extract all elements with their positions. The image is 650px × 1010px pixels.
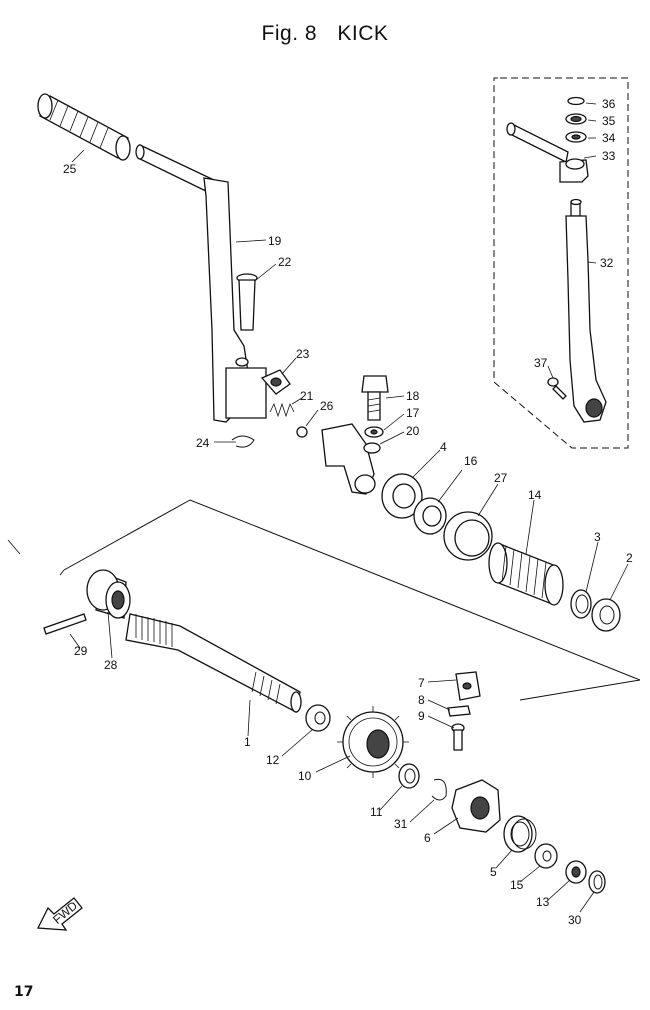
callout-2: 2 xyxy=(626,551,633,565)
part-31-clip xyxy=(431,778,447,801)
callout-4: 4 xyxy=(440,440,447,454)
callout-22: 22 xyxy=(278,255,292,269)
callout-11: 11 xyxy=(370,805,383,819)
part-4-washer xyxy=(381,473,423,519)
part-11-circlip xyxy=(398,763,420,789)
figure-title: Fig. 8 KICK xyxy=(0,22,650,46)
part-29-pin xyxy=(43,613,87,635)
shaft-envelope-top xyxy=(63,499,641,681)
callout-27: 27 xyxy=(494,471,508,485)
part-28-collar xyxy=(86,569,131,619)
callout-30: 30 xyxy=(568,913,582,927)
part-13-retainer xyxy=(565,860,587,884)
callout-16: 16 xyxy=(464,454,478,468)
figure-number: Fig. 8 xyxy=(261,22,318,45)
callout-32: 32 xyxy=(600,256,614,270)
part-9-screw xyxy=(451,723,465,751)
shaft-envelope-bottom xyxy=(59,569,641,701)
part-36-oring xyxy=(567,96,585,106)
callout-18: 18 xyxy=(406,389,420,403)
callout-17: 17 xyxy=(406,406,420,420)
callout-24: 24 xyxy=(196,436,210,450)
inset-boundary xyxy=(493,77,629,449)
callout-13: 13 xyxy=(536,895,550,909)
callout-33: 33 xyxy=(602,149,616,163)
part-35-seal xyxy=(565,113,587,125)
callout-14: 14 xyxy=(528,488,542,502)
part-34-washer xyxy=(565,131,587,143)
callout-5: 5 xyxy=(490,865,497,879)
part-20-lever-boss xyxy=(321,423,381,495)
part-15-washer xyxy=(534,843,558,869)
callout-8: 8 xyxy=(418,693,425,707)
part-6-ratchet-wheel xyxy=(451,779,501,833)
callout-10: 10 xyxy=(298,769,312,783)
part-32-kick-arm xyxy=(565,198,607,423)
part-16-collar xyxy=(413,497,447,535)
part-26-ball xyxy=(296,426,308,438)
corner-mark xyxy=(7,539,21,555)
part-8-plate xyxy=(447,705,471,717)
callout-3: 3 xyxy=(594,530,601,544)
callout-1: 1 xyxy=(244,735,251,749)
part-1-kick-shaft xyxy=(125,613,302,713)
leader-lines xyxy=(69,102,629,913)
part-14-kick-spring xyxy=(488,542,564,606)
callout-26: 26 xyxy=(320,399,334,413)
callout-34: 34 xyxy=(602,131,616,145)
callout-36: 36 xyxy=(602,97,616,111)
callout-7: 7 xyxy=(418,676,425,690)
figure-name: KICK xyxy=(337,22,389,45)
callout-12: 12 xyxy=(266,753,280,767)
callout-20: 20 xyxy=(406,424,420,438)
callout-15: 15 xyxy=(510,878,524,892)
page-number: 17 xyxy=(14,984,34,1000)
part-37-bolt xyxy=(547,377,567,400)
callout-25: 25 xyxy=(63,162,77,176)
callout-29: 29 xyxy=(74,644,88,658)
callout-37: 37 xyxy=(534,356,548,370)
part-27-spring-cover xyxy=(443,511,493,561)
part-24-clip xyxy=(231,435,255,448)
part-18-bolt xyxy=(361,375,389,421)
part-25-kick-grip xyxy=(37,93,131,161)
callout-19: 19 xyxy=(268,234,282,248)
part-21-spring xyxy=(269,402,295,418)
callout-23: 23 xyxy=(296,347,310,361)
part-3-circlip xyxy=(570,589,592,619)
part-33-boss xyxy=(506,122,589,183)
part-2-washer xyxy=(591,598,621,632)
part-10-kick-gear xyxy=(337,706,409,778)
part-19-kick-lever xyxy=(135,144,267,423)
forward-arrow-icon: FWD xyxy=(36,897,83,931)
callout-31: 31 xyxy=(394,817,408,831)
part-23-ratchet xyxy=(260,369,291,395)
part-7-guide xyxy=(455,671,481,701)
part-12-washer xyxy=(305,704,331,732)
part-5-spring xyxy=(503,815,537,853)
part-17-washer xyxy=(364,426,384,438)
callout-9: 9 xyxy=(418,709,425,723)
callout-21: 21 xyxy=(300,389,314,403)
callout-35: 35 xyxy=(602,114,616,128)
callout-6: 6 xyxy=(424,831,431,845)
callout-28: 28 xyxy=(104,658,118,672)
part-30-circlip xyxy=(588,870,606,894)
part-22-pivot-pin xyxy=(236,273,258,331)
